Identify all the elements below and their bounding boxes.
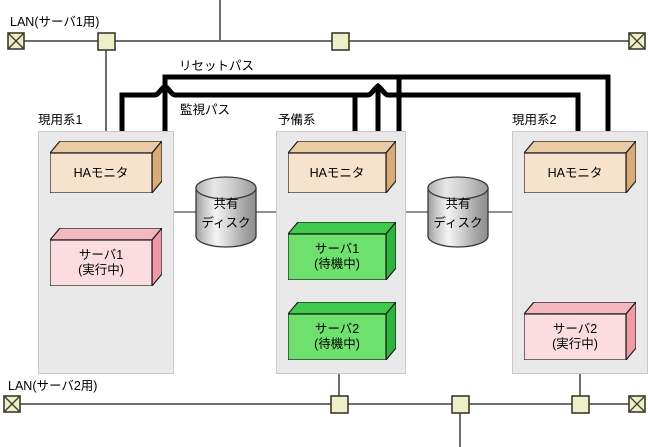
lan-top-label: LAN(サーバ1用) bbox=[10, 15, 100, 29]
lan-terminator-top-right-icon bbox=[628, 32, 646, 50]
host-standby-server1-box[interactable]: サーバ1 (待機中) bbox=[288, 222, 396, 280]
host-active-2-server2-box[interactable]: サーバ2 (実行中) bbox=[524, 302, 636, 360]
host-active-2-ha-monitor-box[interactable]: HAモニタ bbox=[524, 141, 636, 193]
shared-disk-left-shape bbox=[195, 176, 257, 248]
box-label-line1: サーバ2 bbox=[552, 322, 598, 337]
disk-label-line2: ディスク bbox=[433, 216, 483, 230]
box-label-line1: サーバ1 bbox=[314, 242, 360, 257]
host-active-1-server1-box[interactable]: サーバ1 (実行中) bbox=[50, 228, 162, 286]
reset-path-line bbox=[162, 74, 611, 131]
box-label-line2: (待機中) bbox=[314, 337, 360, 351]
box-label: HAモニタ bbox=[73, 165, 129, 180]
box-label-line1: サーバ1 bbox=[78, 248, 124, 263]
box-3d-shape bbox=[288, 302, 396, 360]
lan-node-top-1 bbox=[97, 32, 116, 51]
monitor-path-label: 監視パス bbox=[180, 103, 231, 117]
lan-terminator-top-left-icon bbox=[7, 32, 25, 50]
shared-disk-right-shape bbox=[427, 176, 489, 248]
lan-node-bottom-2 bbox=[451, 395, 470, 414]
disk-label-line2: ディスク bbox=[201, 216, 251, 230]
shared-disk-right-label: 共有 ディスク bbox=[428, 190, 488, 234]
box-label-line1: サーバ2 bbox=[314, 322, 360, 337]
box-label-line2: (実行中) bbox=[78, 263, 124, 277]
lan-top-bus bbox=[16, 0, 637, 131]
lan-terminator-bottom-left-icon bbox=[3, 395, 21, 413]
lan-node-bottom-1 bbox=[330, 395, 349, 414]
lan-bottom-bus bbox=[12, 372, 637, 447]
disk-label-line1: 共有 bbox=[445, 197, 471, 211]
host-standby-ha-monitor-box[interactable]: HAモニタ bbox=[288, 141, 396, 193]
host-active-1-ha-monitor-box[interactable]: HAモニタ bbox=[50, 141, 162, 193]
host-active-1-label: 現用系1 bbox=[38, 113, 83, 127]
standby-host-path-drops bbox=[352, 77, 402, 131]
host-active-2-label: 現用系2 bbox=[512, 113, 557, 127]
monitor-path-line bbox=[119, 82, 581, 131]
box-3d-shape bbox=[288, 141, 396, 193]
box-3d-shape bbox=[50, 228, 162, 286]
box-3d-shape bbox=[524, 302, 636, 360]
lan-node-bottom-3 bbox=[571, 395, 590, 414]
box-label-line2: (実行中) bbox=[552, 337, 598, 351]
host-standby-server2-box[interactable]: サーバ2 (待機中) bbox=[288, 302, 396, 360]
disk-label-line1: 共有 bbox=[213, 197, 239, 211]
box-label: HAモニタ bbox=[309, 165, 365, 180]
host-standby-label: 予備系 bbox=[278, 113, 316, 127]
lan-bottom-label: LAN(サーバ2用) bbox=[8, 379, 98, 393]
box-label-line2: (待機中) bbox=[314, 257, 360, 271]
reset-path-label: リセットパス bbox=[179, 59, 255, 73]
lan-terminator-bottom-right-icon bbox=[628, 395, 646, 413]
shared-disk-left-label: 共有 ディスク bbox=[196, 190, 256, 234]
box-3d-shape bbox=[288, 222, 396, 280]
box-3d-shape bbox=[50, 141, 162, 193]
lan-node-top-2 bbox=[331, 32, 350, 51]
box-3d-shape bbox=[524, 141, 636, 193]
box-label: HAモニタ bbox=[547, 165, 603, 180]
